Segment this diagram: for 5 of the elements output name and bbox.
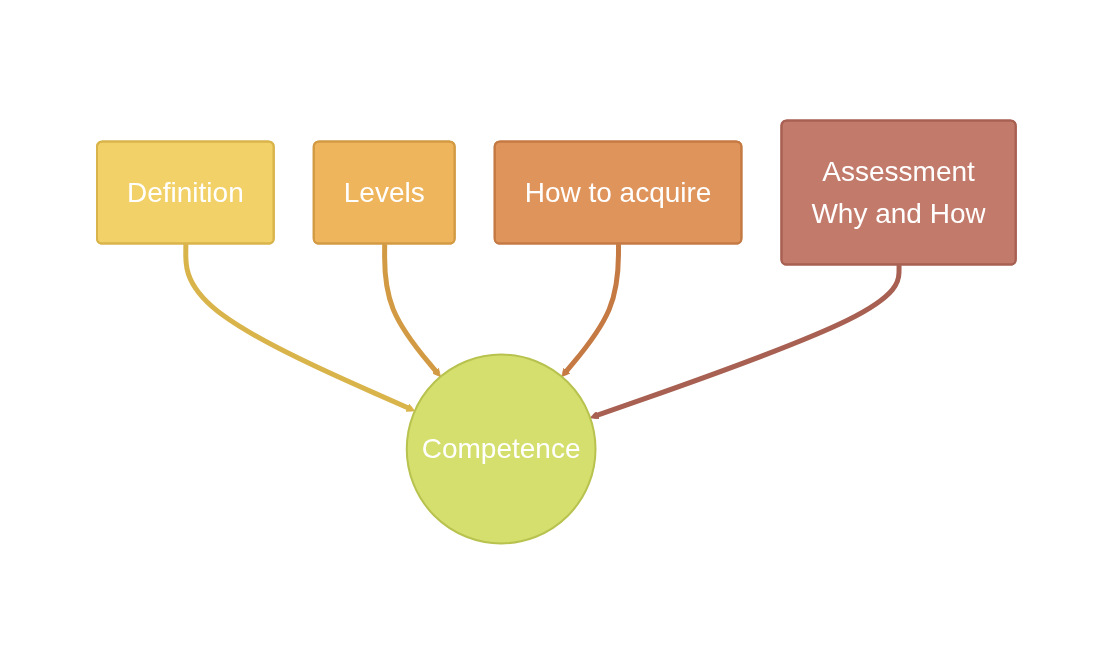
arrow [589, 265, 902, 420]
node-circle: Competence [405, 353, 597, 545]
arrow [183, 244, 416, 412]
arrow [382, 244, 441, 378]
arrow [561, 244, 622, 378]
